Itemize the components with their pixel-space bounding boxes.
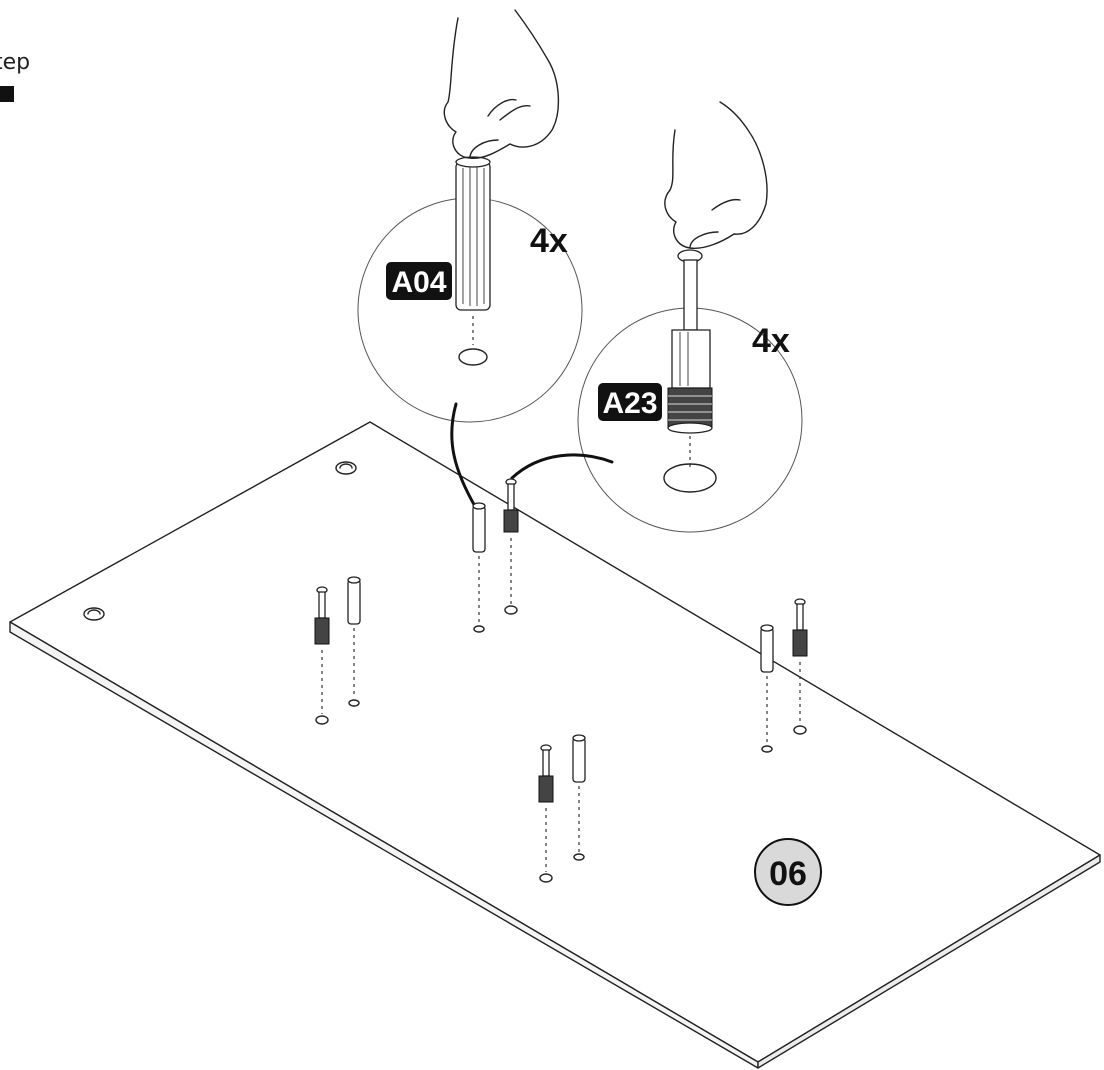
part-tag-A23: A23 — [598, 383, 662, 421]
cam-bolt-insertion — [314, 586, 330, 725]
board-panel — [9, 421, 1101, 1069]
cam-bolt-insertion — [538, 744, 554, 883]
callout-leader — [510, 453, 614, 480]
cam-bolt-part — [667, 249, 713, 434]
dowel-insertion — [347, 576, 361, 707]
part-tag-A04: A04 — [386, 262, 452, 300]
step-number-badge: 06 — [754, 838, 822, 906]
hand-illustration — [443, 9, 560, 159]
callout-leader — [450, 402, 478, 510]
hand-illustration — [664, 101, 768, 249]
dowel-insertion — [472, 502, 486, 633]
cam-bolt-insertion — [503, 478, 519, 615]
corner-hole — [335, 461, 357, 475]
step-heading-fragment: tep — [0, 50, 31, 75]
part-quantity-label: 4x — [530, 222, 568, 260]
callout-dowel — [357, 9, 583, 423]
part-code-label: A23 — [602, 387, 657, 420]
part-quantity-label: 4x — [752, 322, 790, 360]
part-code-label: A04 — [391, 266, 446, 299]
dowel-insertion — [760, 624, 774, 753]
callout-cam-bolt — [577, 101, 803, 533]
corner-hole — [83, 607, 105, 621]
cam-bolt-insertion — [792, 598, 808, 735]
step-number-label: 06 — [769, 855, 807, 893]
dowel-insertion — [572, 734, 586, 861]
step-marker-square — [0, 86, 14, 102]
dowel-part — [455, 156, 491, 311]
